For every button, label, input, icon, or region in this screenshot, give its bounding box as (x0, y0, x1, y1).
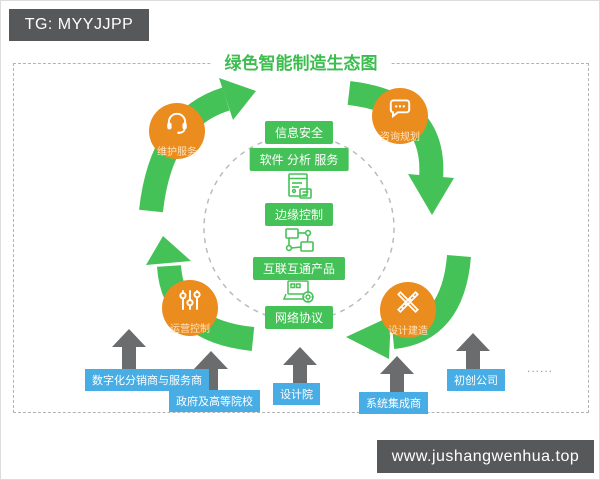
headset-icon (164, 103, 190, 141)
node-operation-control: 运营控制 (162, 280, 218, 336)
pencil-ruler-icon (395, 282, 421, 320)
node-label: 咨询规划 (380, 132, 420, 143)
node-consulting-planning: 咨询规划 (372, 88, 428, 144)
laptop-gear-icon (280, 279, 318, 305)
up-arrow-3 (283, 347, 317, 389)
center-label-interconnection-products: 互联互通产品 (252, 257, 346, 280)
center-label-information-security: 信息安全 (264, 121, 334, 144)
document-spec-icon (283, 172, 315, 202)
green-arrowheads (146, 78, 454, 359)
entity-design-institute: 设计院 (273, 383, 320, 405)
up-arrow-2 (194, 351, 228, 397)
entity-startups: 初创公司 (447, 369, 505, 391)
center-label-edge-control: 边缘控制 (264, 203, 334, 226)
arrowhead-left (146, 236, 191, 265)
node-label: 维护服务 (157, 147, 197, 158)
node-label: 运营控制 (170, 324, 210, 335)
up-arrow-5 (456, 333, 490, 376)
node-label: 设计建造 (388, 326, 428, 337)
node-maintenance-service: 维护服务 (149, 103, 205, 159)
center-label-software-analysis-service: 软件 分析 服务 (249, 148, 349, 171)
entity-digital-distributors: 数字化分销商与服务商 (85, 369, 209, 391)
sliders-icon (177, 280, 203, 318)
node-design-build: 设计建造 (380, 282, 436, 338)
arrowhead-top (219, 78, 256, 120)
diagram-title: 绿色智能制造生态图 (210, 47, 392, 76)
network-nodes-icon (281, 227, 317, 255)
watermark-top-bar: TG: MYYJJPP (9, 9, 149, 41)
arrowhead-bottom (346, 316, 391, 359)
watermark-url-bar: www.jushangwenhua.top (377, 440, 594, 473)
center-label-network-protocol: 网络协议 (264, 306, 334, 329)
up-arrow-1 (112, 329, 146, 375)
entity-up-arrows (112, 329, 490, 399)
arrowhead-right (408, 174, 454, 215)
entity-ellipsis: ...... (527, 361, 554, 375)
entity-government-universities: 政府及高等院校 (169, 390, 260, 412)
entity-system-integrators: 系统集成商 (359, 392, 428, 414)
chat-bubble-icon (387, 88, 413, 126)
up-arrow-4 (380, 356, 414, 399)
